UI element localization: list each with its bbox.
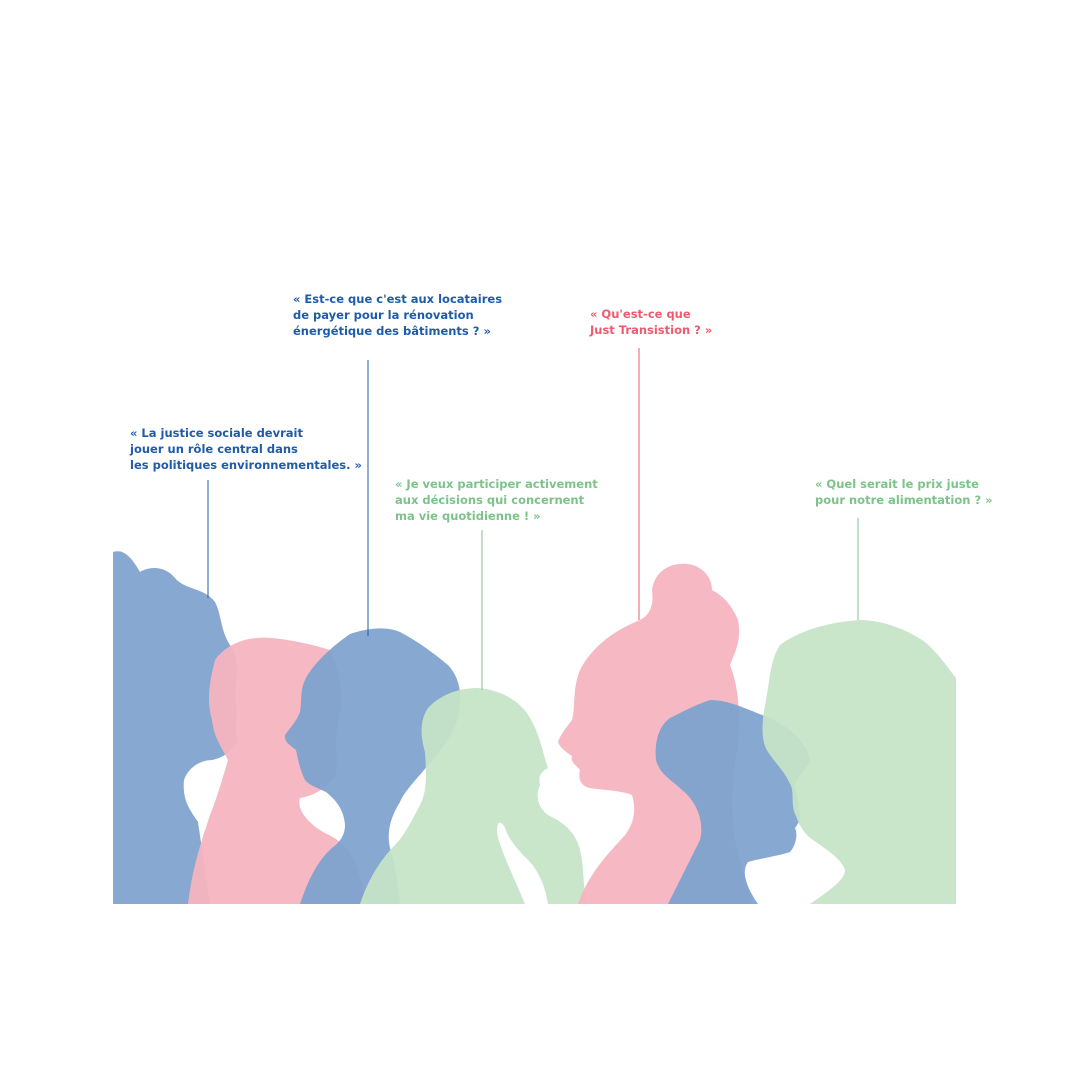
quote-line: « Quel serait le prix juste bbox=[815, 477, 979, 491]
quote-line: ma vie quotidienne ! » bbox=[395, 509, 541, 523]
quote-line: « Qu'est-ce que bbox=[590, 307, 691, 321]
quote-line: « Je veux participer activement bbox=[395, 477, 598, 491]
quote-line: « Est-ce que c'est aux locataires bbox=[293, 292, 503, 306]
silhouette-person-7 bbox=[762, 620, 956, 904]
quote-line: les politiques environnementales. » bbox=[130, 458, 362, 472]
quote-just-transition: « Qu'est-ce que Just Transistion ? » bbox=[590, 306, 712, 338]
quote-line: pour notre alimentation ? » bbox=[815, 493, 993, 507]
quote-line: énergétique des bâtiments ? » bbox=[293, 324, 491, 338]
quote-line: « La justice sociale devrait bbox=[130, 426, 303, 440]
quote-line: Just Transistion ? » bbox=[590, 323, 713, 337]
quote-tenants-renovation: « Est-ce que c'est aux locataires de pay… bbox=[293, 291, 502, 339]
quote-participation: « Je veux participer activement aux déci… bbox=[395, 476, 598, 524]
silhouette-person-4 bbox=[360, 688, 588, 904]
quote-food-price: « Quel serait le prix juste pour notre a… bbox=[815, 476, 993, 508]
quote-line: jouer un rôle central dans bbox=[130, 442, 298, 456]
quote-line: de payer pour la rénovation bbox=[293, 308, 474, 322]
quote-social-justice: « La justice sociale devrait jouer un rô… bbox=[130, 425, 362, 473]
silhouette-person-1 bbox=[113, 551, 238, 904]
quote-line: aux décisions qui concernent bbox=[395, 493, 585, 507]
silhouette-person-3 bbox=[284, 628, 461, 904]
